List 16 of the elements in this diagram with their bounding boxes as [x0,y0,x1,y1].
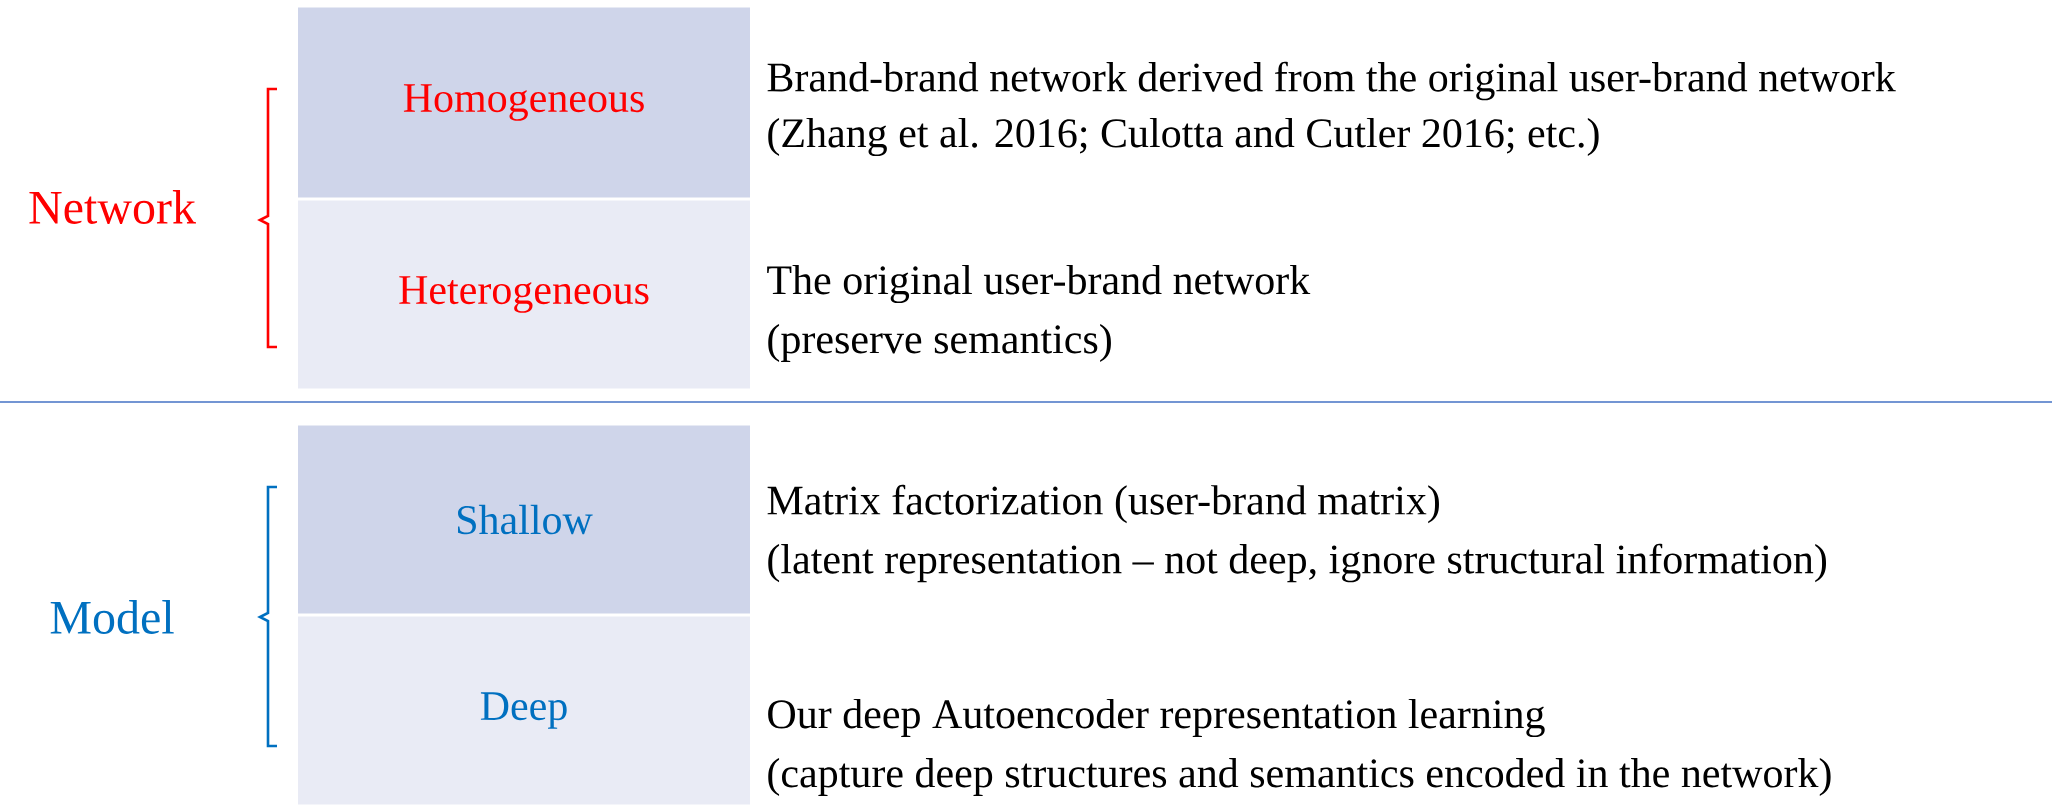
group-label: Model [50,600,174,634]
description-text: (capture deep structures and semantics encoded in the network) [768,757,1831,797]
description-text: Matrix factorization (user-brand matrix) [767,484,1439,524]
description-text: (latent representation – not deep, ignore structural information) [768,543,1826,583]
category-box: Shallow [298,425,750,614]
description-text: (Zhang et al. 2016; Culotta and Cutler 2016; etc.) [768,117,1599,157]
description-text: Our deep Autoencoder representation learning [768,698,1545,738]
category-box: Heterogeneous [298,200,750,389]
category-box: Deep [298,616,750,805]
description-text: Brand-brand network derived from the original user-brand network [767,61,1896,101]
group-label: Network [29,190,196,224]
node-label: Heterogeneous [399,276,649,313]
description-text: The original user-brand network [767,264,1311,304]
node-label: Deep [480,692,567,729]
description-text: (preserve semantics) [768,323,1111,363]
category-box: Homogeneous [298,7,750,198]
